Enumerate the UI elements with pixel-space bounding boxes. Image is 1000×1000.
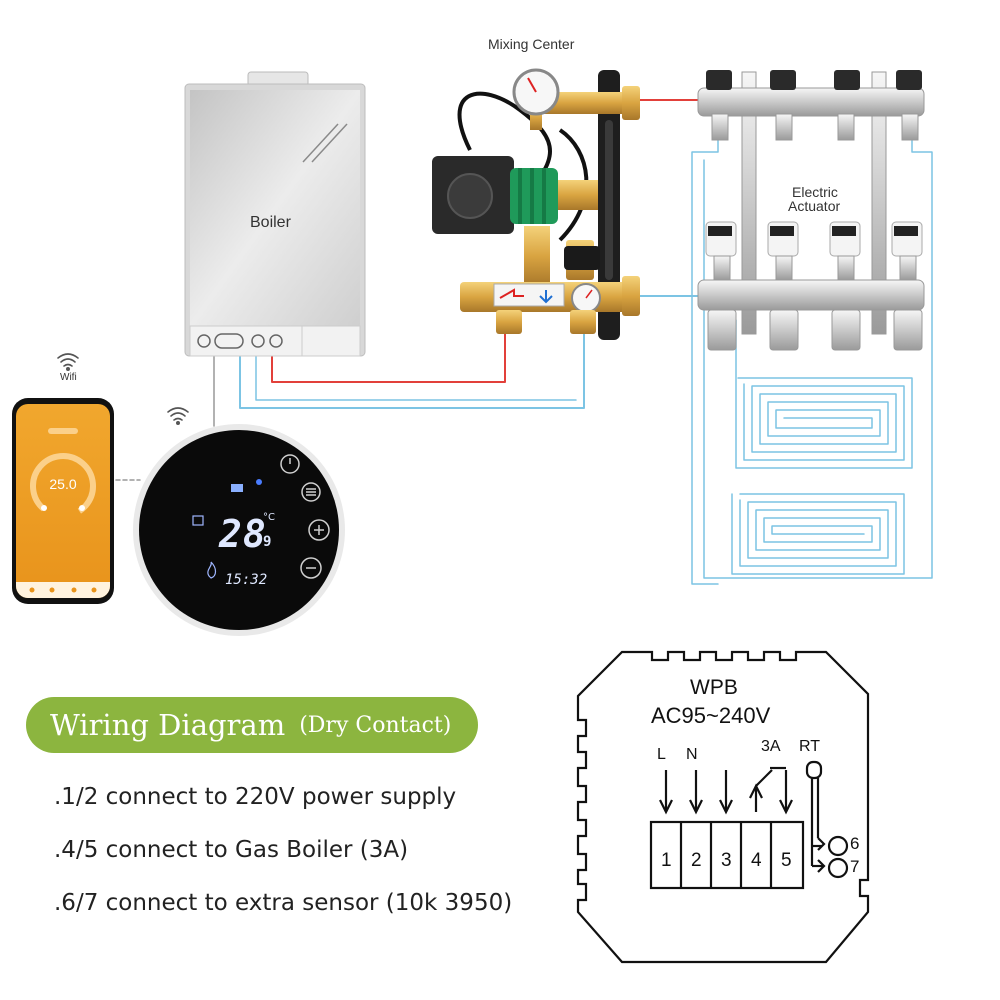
plus-button-icon[interactable] [308,519,330,541]
wiring-diagram-title: Wiring Diagram [50,708,286,742]
minus-button-icon[interactable] [300,557,322,579]
label-rt: RT [799,738,821,755]
electric-actuator-label-line2: Actuator [788,198,841,214]
loop-pipe-left-2 [703,139,933,579]
app-dial-icon [16,428,110,598]
manifold-outlets [707,309,923,351]
app-temperature: 25.0 [49,476,77,492]
hot-supply-pipe [271,319,506,383]
pump-neck [558,180,598,210]
cold-return-pipe-inner [255,354,577,401]
manifold-bracket-right [871,71,887,335]
boiler-knob-icon [269,334,283,348]
home-icon [192,515,204,526]
wifi-label: Wifi [60,372,77,383]
boiler-glare-2 [311,123,348,163]
terminal-7: 7 [850,857,860,876]
loop-pipe-left [691,139,719,585]
instruction-line: .4/5 connect to Gas Boiler (3A) [54,837,409,863]
boiler-knob-icon [251,334,265,348]
bottom-brass-union [622,276,640,316]
label-n: N [686,746,698,763]
bottom-fitting-left [496,310,522,334]
mounting-bracket-slot [605,120,613,280]
flame-icon [207,561,217,579]
mixing-center [432,68,640,340]
label-l: L [657,746,666,763]
thermostat-clock: 15:32 [225,572,268,588]
mixing-valve-head [564,246,600,270]
boiler-label: Boiler [250,214,291,231]
smartphone-app: 25.0 [12,398,114,604]
menu-button-icon[interactable] [301,482,321,502]
terminal-2: 2 [691,850,702,871]
sensor-cable [558,128,589,242]
pump-rib [542,168,546,224]
boiler-control-panel [189,325,361,357]
pipes [115,99,933,585]
electric-actuators [705,221,923,281]
top-brass-pipe [540,92,640,114]
terminal-5: 5 [781,850,792,871]
gauge-needle [527,77,537,93]
model-label: WPB [690,676,738,699]
wiring-diagram-banner: Wiring Diagram (Dry Contact) [26,697,478,753]
wifi-indicator-icon [256,479,262,485]
boiler-front-panel [190,90,360,326]
instruction-line: .1/2 connect to 220V power supply [54,784,457,810]
heating-icon [231,484,243,492]
manifold-bracket-left [741,71,757,335]
terminal-4: 4 [751,850,762,871]
instruction-line: .6/7 connect to extra sensor (10k 3950) [54,890,513,916]
rt-sensor [805,760,823,780]
supply-manifold-bar [697,87,925,117]
pump-rib [530,168,534,224]
pump-dial [447,173,493,219]
floor-loop-1 [735,319,913,469]
power-button-icon[interactable] [280,454,300,474]
bottom-fitting-right [570,310,596,334]
electric-actuator-label-line1: Electric [792,184,838,200]
flow-arrow-red-icon [499,288,524,299]
pump-cable [457,91,552,202]
thermostat: 28 °C 9 15:32 [133,424,345,636]
flow-meter-caps [706,70,922,141]
terminal-block-outline [576,650,870,964]
pump-rib [518,168,522,224]
manifold [697,70,925,351]
floor-loop-2 [731,493,905,575]
wifi-icon [167,407,189,425]
boiler-knob-icon [197,334,211,348]
voltage-label: AC95~240V [651,703,771,728]
thermostat-temperature: 28 [219,512,267,556]
terminal-strip [649,820,805,890]
top-brass-union [622,86,640,120]
vertical-brass-pipe [524,226,550,286]
return-manifold-bar [697,279,925,311]
flow-arrow-blue-icon [539,290,553,304]
terminal-1: 1 [661,850,672,871]
label-3a: 3A [761,738,781,755]
phone-screen: 25.0 [16,404,110,598]
wiring-diagram-subtitle: (Dry Contact) [299,712,452,738]
temperature-gauge-needle [585,289,593,299]
boiler-glare-1 [302,123,339,163]
boiler [184,71,366,357]
thermostat-unit: °C [263,512,275,523]
thermostat-face: 28 °C 9 15:32 [139,430,339,630]
terminal-6-icon [827,835,849,857]
cold-return-pipe-outer [239,319,585,409]
mixing-center-label: Mixing Center [488,36,575,52]
boiler-display-icon [214,333,244,349]
thermostat-controls [192,454,330,579]
terminal-block-diagram [576,650,870,964]
terminal-3: 3 [721,850,732,871]
wifi-icon [57,353,79,371]
terminal-7-icon [827,857,849,879]
terminal-6: 6 [850,834,860,853]
thermostat-decimal: 9 [263,534,272,550]
